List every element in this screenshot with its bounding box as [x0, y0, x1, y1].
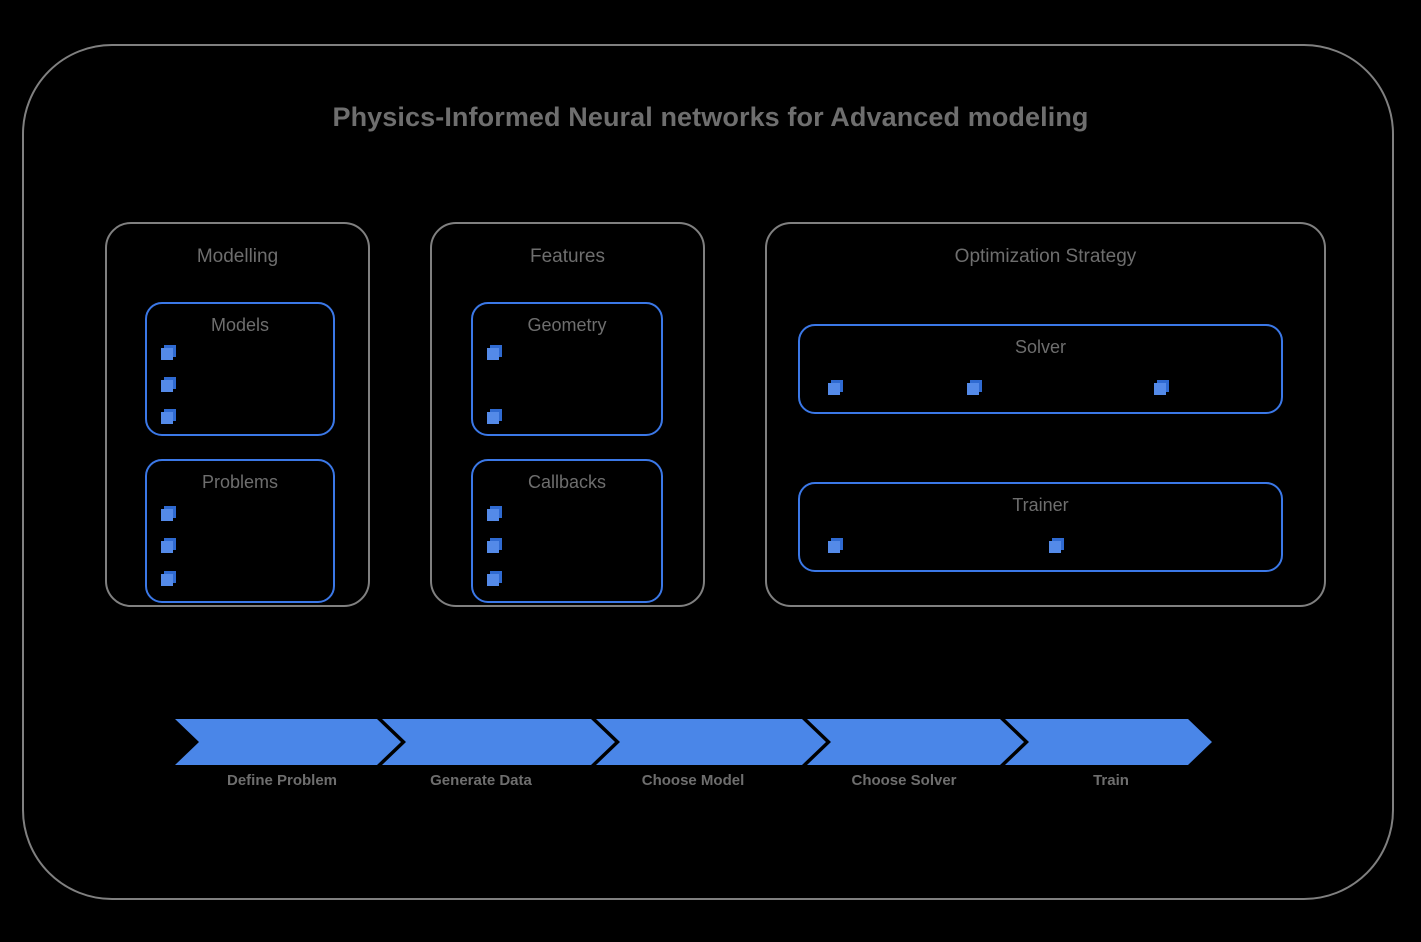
card-problems-label: Problems [201, 472, 279, 492]
chevron-label-choose-solver: Choose Solver [851, 772, 957, 789]
chevron-label-choose-model: Choose Model [641, 772, 745, 789]
group-optimization-label: Optimization Strategy [954, 246, 1137, 267]
card-solver-label: Solver [1014, 337, 1067, 357]
chevron-label-define-problem: Define Problem [226, 772, 338, 789]
chevron-label-generate-data: Generate Data [430, 772, 532, 789]
cube-icon [161, 538, 177, 554]
cube-icon [161, 506, 177, 522]
card-trainer-label: Trainer [1012, 495, 1069, 515]
cube-icon [487, 345, 503, 361]
cube-icon [1049, 538, 1065, 554]
cube-icon [161, 377, 177, 393]
cube-icon [487, 571, 503, 587]
card-trainer[interactable]: Trainer [798, 482, 1283, 572]
card-solver[interactable]: Solver [798, 324, 1283, 414]
card-models-label: Models [210, 315, 270, 335]
cube-icon [967, 380, 983, 396]
cube-icon [161, 571, 177, 587]
card-callbacks-label: Callbacks [527, 472, 607, 492]
chevron-label-train: Train [1093, 772, 1129, 789]
cube-icon [828, 538, 844, 554]
group-modelling-label: Modelling [196, 246, 279, 267]
card-problems[interactable]: Problems [145, 459, 335, 603]
cube-icon [1154, 380, 1170, 396]
cube-icon [487, 538, 503, 554]
card-geometry[interactable]: Geometry [471, 302, 663, 436]
group-features-label: Features [530, 246, 605, 267]
cube-icon [487, 409, 503, 425]
card-geometry-label: Geometry [527, 315, 607, 335]
outer-frame [22, 44, 1394, 900]
cube-icon [161, 345, 177, 361]
card-models[interactable]: Models [145, 302, 335, 436]
group-optimization[interactable]: Optimization Strategy [765, 222, 1326, 607]
group-features[interactable]: Features [430, 222, 705, 607]
cube-icon [828, 380, 844, 396]
cube-icon [487, 506, 503, 522]
cube-icon [161, 409, 177, 425]
group-modelling[interactable]: Modelling [105, 222, 370, 607]
card-callbacks[interactable]: Callbacks [471, 459, 663, 603]
page-title: Physics-Informed Neural networks for Adv… [332, 102, 1089, 132]
